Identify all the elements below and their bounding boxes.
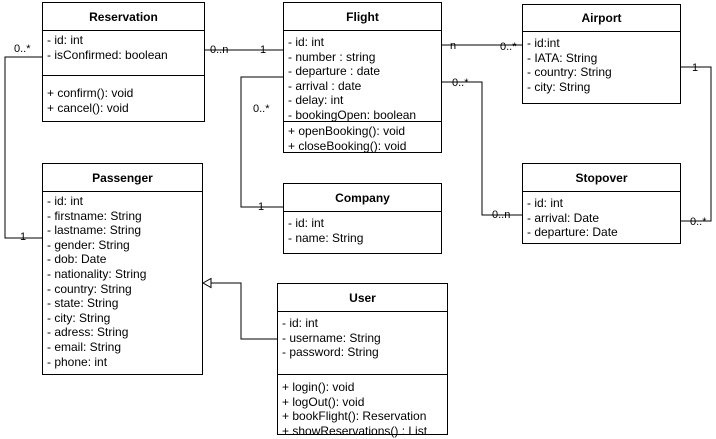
multiplicity-label: 1 <box>260 44 267 56</box>
attribute: - city: String <box>527 79 591 94</box>
class-user[interactable]: User - id: int - username: String - pass… <box>277 283 448 438</box>
attribute: - id: int <box>288 216 325 230</box>
method: + openBooking(): void <box>288 124 406 138</box>
class-passenger[interactable]: Passenger - id: int - firstname: String … <box>42 163 203 375</box>
class-name: Stopover <box>523 164 680 192</box>
attribute: - dob: Date <box>47 252 107 267</box>
attribute: - phone: int <box>47 354 108 369</box>
attribute: - password: String <box>282 345 379 360</box>
attribute: - email: String <box>47 339 122 354</box>
methods-section: + confirm(): void + cancel(): void <box>43 76 204 115</box>
attributes-section: - id: int - name: String <box>284 212 441 245</box>
attribute: - adress: String <box>47 325 129 340</box>
method: + showReservations() : List <box>282 423 428 438</box>
multiplicity-label: 0..n <box>492 209 511 221</box>
attributes-section: - id: int - arrival: Date - departure: D… <box>523 192 680 240</box>
attribute: - nationality: String <box>47 266 147 281</box>
multiplicity-label: 1 <box>20 231 27 243</box>
class-name: Company <box>284 184 441 212</box>
attribute: - arrival : date <box>288 78 362 93</box>
class-airport[interactable]: Airport - id:int - IATA: String - countr… <box>522 4 681 104</box>
class-name: Passenger <box>43 164 202 192</box>
class-flight[interactable]: Flight - id: int - number : string - dep… <box>283 2 442 153</box>
method: + login(): void <box>282 380 355 394</box>
method: + confirm(): void <box>47 86 134 100</box>
attribute: - state: String <box>47 296 119 311</box>
method: + bookFlight(): Reservation <box>282 409 427 424</box>
class-name: Reservation <box>43 3 204 31</box>
methods-section: + login(): void + logOut(): void + bookF… <box>278 375 447 438</box>
methods-section: + openBooking(): void + closeBooking(): … <box>284 122 441 153</box>
attribute: - gender: String <box>47 237 130 252</box>
attribute: - id: int <box>527 196 564 210</box>
multiplicity-label: 0..* <box>253 103 270 115</box>
class-name: User <box>278 284 447 312</box>
attribute: - isConfirmed: boolean <box>47 47 168 62</box>
multiplicity-label: 0..* <box>14 43 31 55</box>
attribute: - delay: int <box>288 93 344 108</box>
attribute: - lastname: String <box>47 223 142 238</box>
association-airport-stopover <box>681 66 712 222</box>
method: + cancel(): void <box>47 100 129 115</box>
attribute: - id: int <box>282 316 319 330</box>
class-name: Airport <box>523 5 680 32</box>
class-stopover[interactable]: Stopover - id: int - arrival: Date - dep… <box>522 163 681 244</box>
attributes-section: - id: int - username: String - password:… <box>278 312 447 375</box>
attribute: - departure: Date <box>527 225 618 240</box>
attribute: - firstname: String <box>47 208 142 223</box>
multiplicity-label: 1 <box>258 201 265 213</box>
attribute: - city: String <box>47 310 111 325</box>
class-reservation[interactable]: Reservation - id: int - isConfirmed: boo… <box>42 2 205 122</box>
multiplicity-label: 0..n <box>210 44 229 56</box>
method: + logOut(): void <box>282 394 365 409</box>
attributes-section: - id: int - firstname: String - lastname… <box>43 192 202 369</box>
attribute: - id:int <box>527 36 560 50</box>
attribute: - arrival: Date <box>527 210 600 225</box>
attribute: - bookingOpen: boolean <box>288 107 417 122</box>
class-name: Flight <box>284 3 441 31</box>
attribute: - IATA: String <box>527 50 598 65</box>
multiplicity-label: 1 <box>692 62 699 74</box>
attribute: - number : string <box>288 49 376 64</box>
association-reservation-passenger <box>4 56 42 239</box>
multiplicity-label: n <box>450 40 457 52</box>
attribute: - name: String <box>288 230 364 245</box>
association-flight-company <box>240 76 283 208</box>
method: + closeBooking(): void <box>288 138 407 153</box>
attributes-section: - id: int - number : string - departure … <box>284 31 441 122</box>
multiplicity-label: 0..* <box>452 77 469 89</box>
attribute: - id: int <box>47 33 84 47</box>
class-company[interactable]: Company - id: int - name: String <box>283 183 442 254</box>
inheritance-arrowhead <box>201 277 212 289</box>
multiplicity-label: 0..* <box>500 41 517 53</box>
multiplicity-label: 0..* <box>690 216 707 228</box>
attribute: - country: String <box>527 65 612 80</box>
attribute: - username: String <box>282 330 381 345</box>
attribute: - id: int <box>47 194 84 208</box>
attribute: - departure : date <box>288 64 381 79</box>
attributes-section: - id:int - IATA: String - country: Strin… <box>523 32 680 94</box>
attributes-section: - id: int - isConfirmed: boolean <box>43 31 204 76</box>
attribute: - id: int <box>288 35 325 49</box>
generalization-user-passenger <box>211 282 277 340</box>
attribute: - country: String <box>47 281 132 296</box>
association-flight-stopover <box>442 81 522 216</box>
